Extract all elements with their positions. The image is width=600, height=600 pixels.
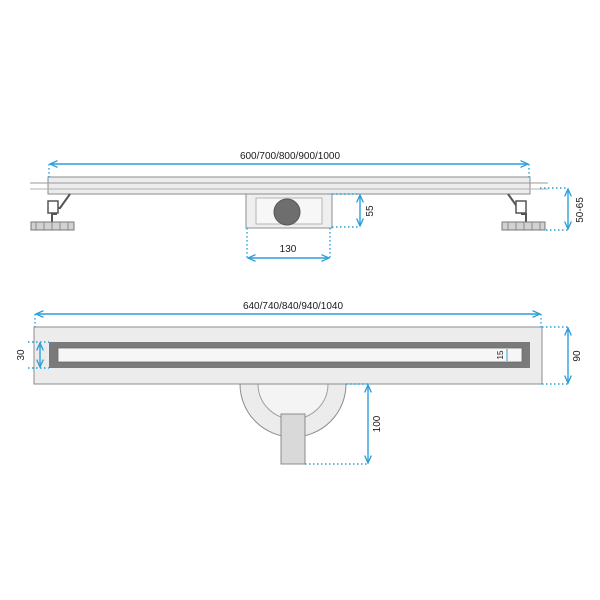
side-length-label: 600/700/800/900/1000 [240, 151, 341, 162]
pipe-length-label: 100 [372, 415, 383, 432]
left-leg [30, 193, 75, 231]
slot-label: 15 [496, 350, 505, 359]
top-view: 640/740/840/940/1040 90 30 15 100 [16, 301, 583, 465]
leg-height-label: 50-65 [575, 197, 586, 223]
side-view: 600/700/800/900/1000 130 55 50-65 [30, 151, 586, 258]
outlet-knob-icon [273, 198, 301, 226]
right-leg [501, 193, 546, 231]
outlet-pipe [280, 413, 306, 465]
outlet-height-label: 55 [365, 205, 376, 217]
outlet-width-label: 130 [280, 244, 297, 255]
top-length-label: 640/740/840/940/1040 [243, 301, 344, 312]
side-rail [47, 176, 531, 195]
drain-channel-slot [57, 347, 523, 363]
channel-width-label: 30 [16, 349, 27, 361]
top-width-label: 90 [572, 350, 583, 362]
